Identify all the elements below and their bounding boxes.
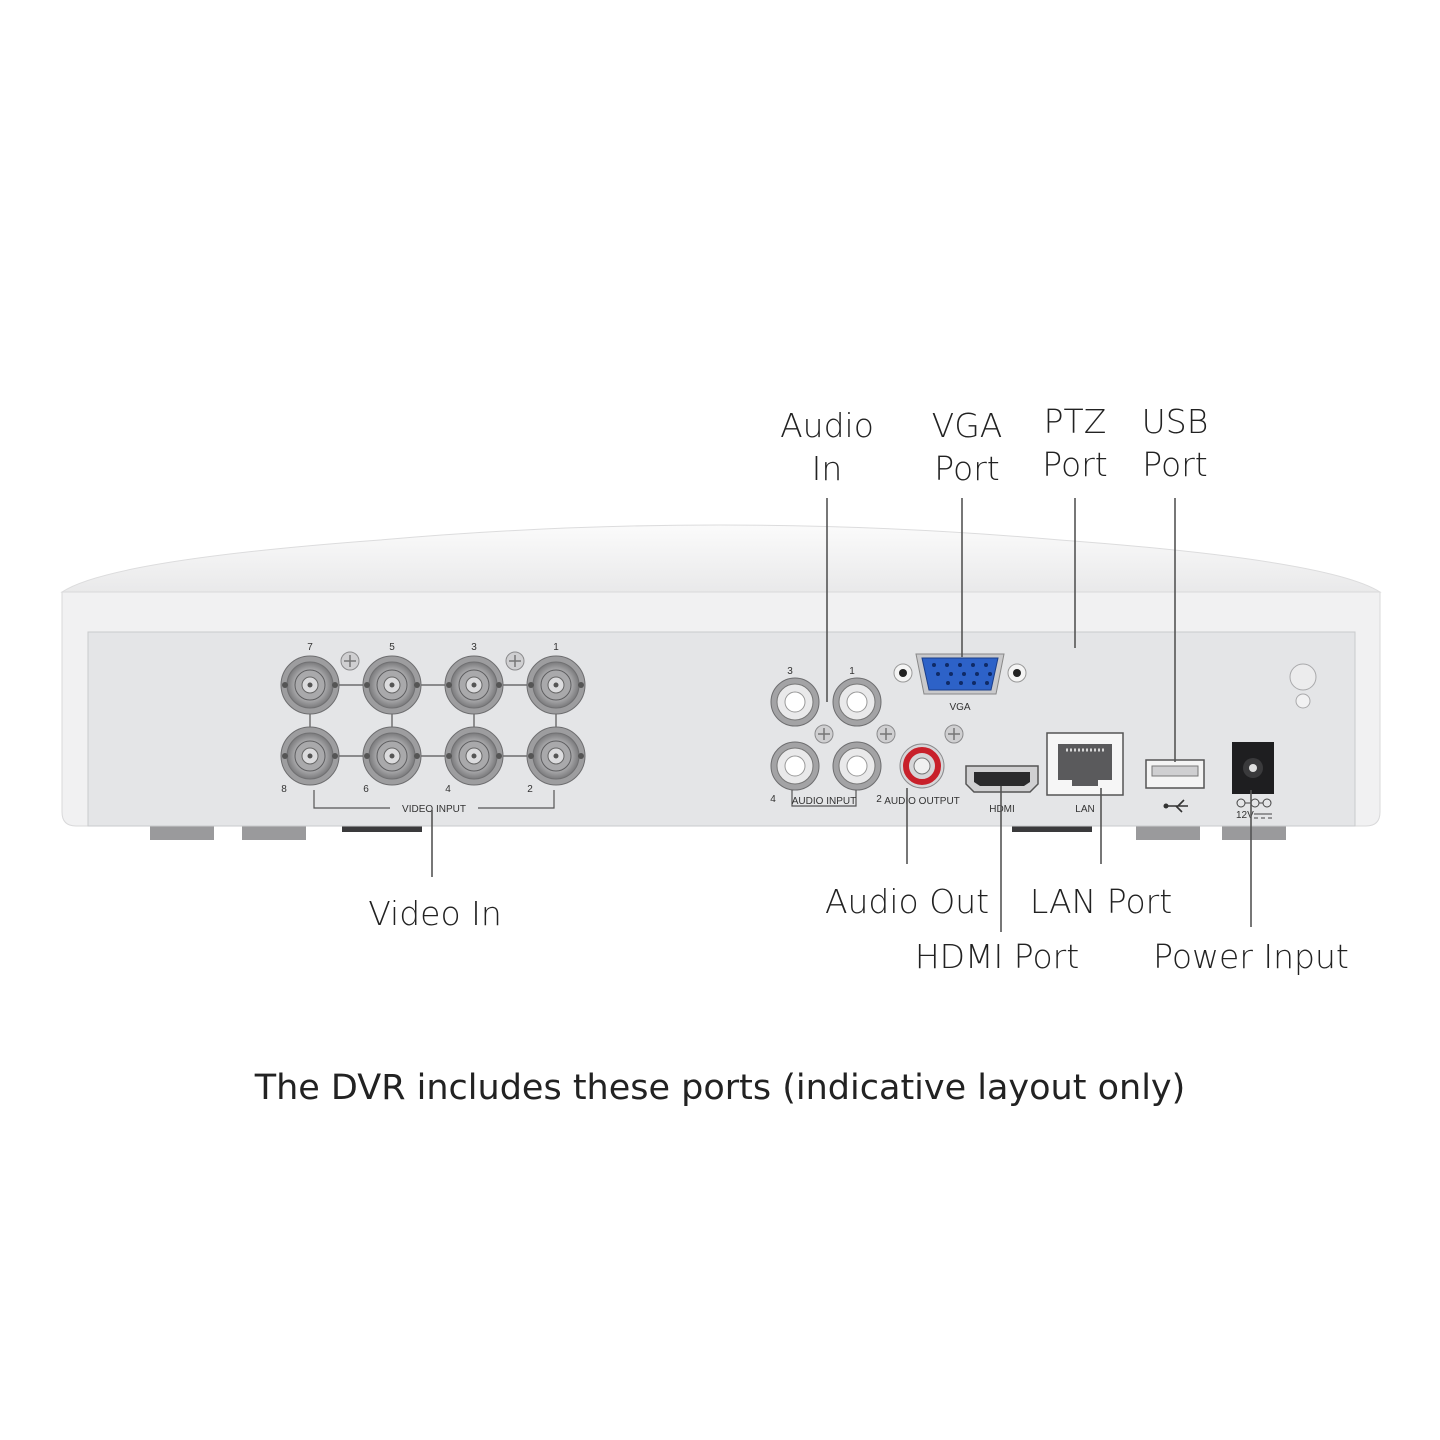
label-usb-port: USB Port [1141,402,1209,484]
bnc-channel-number: 2 [527,784,533,795]
foot [342,822,422,832]
bnc-connector [444,655,504,715]
hdmi-marking: HDMI [989,804,1015,815]
vga-pin [971,663,975,667]
bnc-connector [362,726,422,786]
audio-output-jack [899,743,945,789]
audio-input-bracket [791,790,857,807]
bnc-connector [280,655,340,715]
bnc-channel-number: 3 [471,642,477,653]
bnc-channel-number: 8 [281,784,287,795]
vga-pin [985,681,989,685]
power-polarity-icon [1236,798,1272,808]
bnc-connector [362,655,422,715]
power-connector [1232,742,1274,794]
screw [944,724,964,744]
bnc-channel-number: 4 [445,784,451,795]
bnc-channel-number: 7 [307,642,313,653]
audio-channel-number: 1 [849,666,855,677]
vga-connector [893,653,1027,695]
rca-audio-jack [832,677,882,727]
dc-symbol [1254,813,1272,819]
vga-pin [959,681,963,685]
screw [876,724,896,744]
vga-pin [988,672,992,676]
lan-marking: LAN [1075,804,1094,815]
vga-pin [975,672,979,676]
vga-pin [945,663,949,667]
leader-lines [431,498,1252,932]
rear-panel [87,631,1356,827]
bnc-channel-number: 1 [553,642,559,653]
audio-channel-number: 2 [876,794,882,805]
power-marking: 12V [1236,810,1254,821]
rca-audio-jack [770,677,820,727]
screw [814,724,834,744]
caption: The DVR includes these ports (indicative… [254,1068,1186,1108]
usb-connector [1145,759,1205,789]
audio-input-marking: AUDIO INPUT [792,796,856,807]
label-video-in: Video In [368,894,502,933]
usb-symbol-icon [1163,799,1188,813]
bnc-connector [526,655,586,715]
foot [1012,822,1092,832]
bnc-connector [444,726,504,786]
vga-pin [936,672,940,676]
lan-connector [1046,732,1124,796]
hdmi-connector [965,765,1039,793]
vga-pin [972,681,976,685]
screw [340,651,360,671]
vga-marking: VGA [949,702,970,713]
video-input-marking: VIDEO INPUT [402,804,466,815]
audio-output-marking: AUDIO OUTPUT [884,796,960,807]
label-audio-out: Audio Out [824,882,990,921]
bnc-channel-number: 6 [363,784,369,795]
audio-channel-number: 4 [770,794,776,805]
vga-pin [958,663,962,667]
video-input-connectors: 7 5 3 1 8 6 4 2 [280,642,586,795]
vga-pins [932,663,992,685]
audio-channel-number: 3 [787,666,793,677]
audio-input-connectors: 3 1 4 2 [770,666,882,805]
ground-terminal [1289,663,1317,709]
bnc-connector [526,726,586,786]
vga-pin [984,663,988,667]
label-hdmi-port: HDMI Port [914,937,1080,976]
screw [505,651,525,671]
bnc-connector [280,726,340,786]
label-ptz-port: PTZ Port [1042,402,1108,484]
vga-pin [932,663,936,667]
vga-pin [946,681,950,685]
label-power-input: Power Input [1153,937,1349,976]
label-vga-port: VGA Port [931,406,1003,488]
bnc-channel-number: 5 [389,642,395,653]
video-input-bracket [313,790,555,809]
vga-pin [962,672,966,676]
device-top [60,524,1382,593]
label-audio-in: Audio In [780,406,874,488]
label-lan-port: LAN Port [1029,882,1173,921]
rca-audio-jack [832,741,882,791]
rca-audio-jack [770,741,820,791]
vga-pin [949,672,953,676]
